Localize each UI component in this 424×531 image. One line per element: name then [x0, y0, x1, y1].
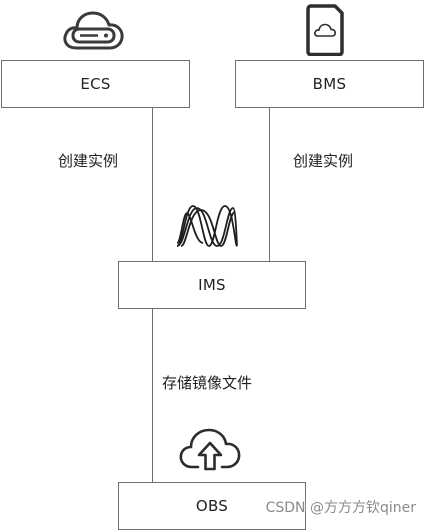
bms-node-label: BMS — [312, 75, 347, 93]
connector-bms-ims — [269, 108, 270, 261]
bms-ims-edge-label: 创建实例 — [293, 152, 354, 170]
ims-node-label: IMS — [198, 276, 226, 294]
connector-ims-obs — [152, 309, 153, 482]
obs-node: OBS — [118, 482, 306, 530]
ecs-node-label: ECS — [80, 75, 111, 93]
ims-node: IMS — [118, 261, 306, 309]
device-cloud-icon — [305, 4, 345, 60]
watermark: CSDN @方方方钦qiner — [265, 500, 416, 516]
ecs-node: ECS — [1, 60, 190, 108]
ecs-ims-edge-label: 创建实例 — [58, 152, 119, 170]
bms-node: BMS — [235, 60, 424, 108]
image-waves-icon — [175, 203, 239, 253]
server-cloud-icon — [62, 8, 126, 56]
cloud-upload-icon — [178, 425, 242, 475]
ims-obs-edge-label: 存储镜像文件 — [162, 374, 253, 392]
obs-node-label: OBS — [195, 497, 229, 515]
connector-ecs-ims — [152, 108, 153, 261]
